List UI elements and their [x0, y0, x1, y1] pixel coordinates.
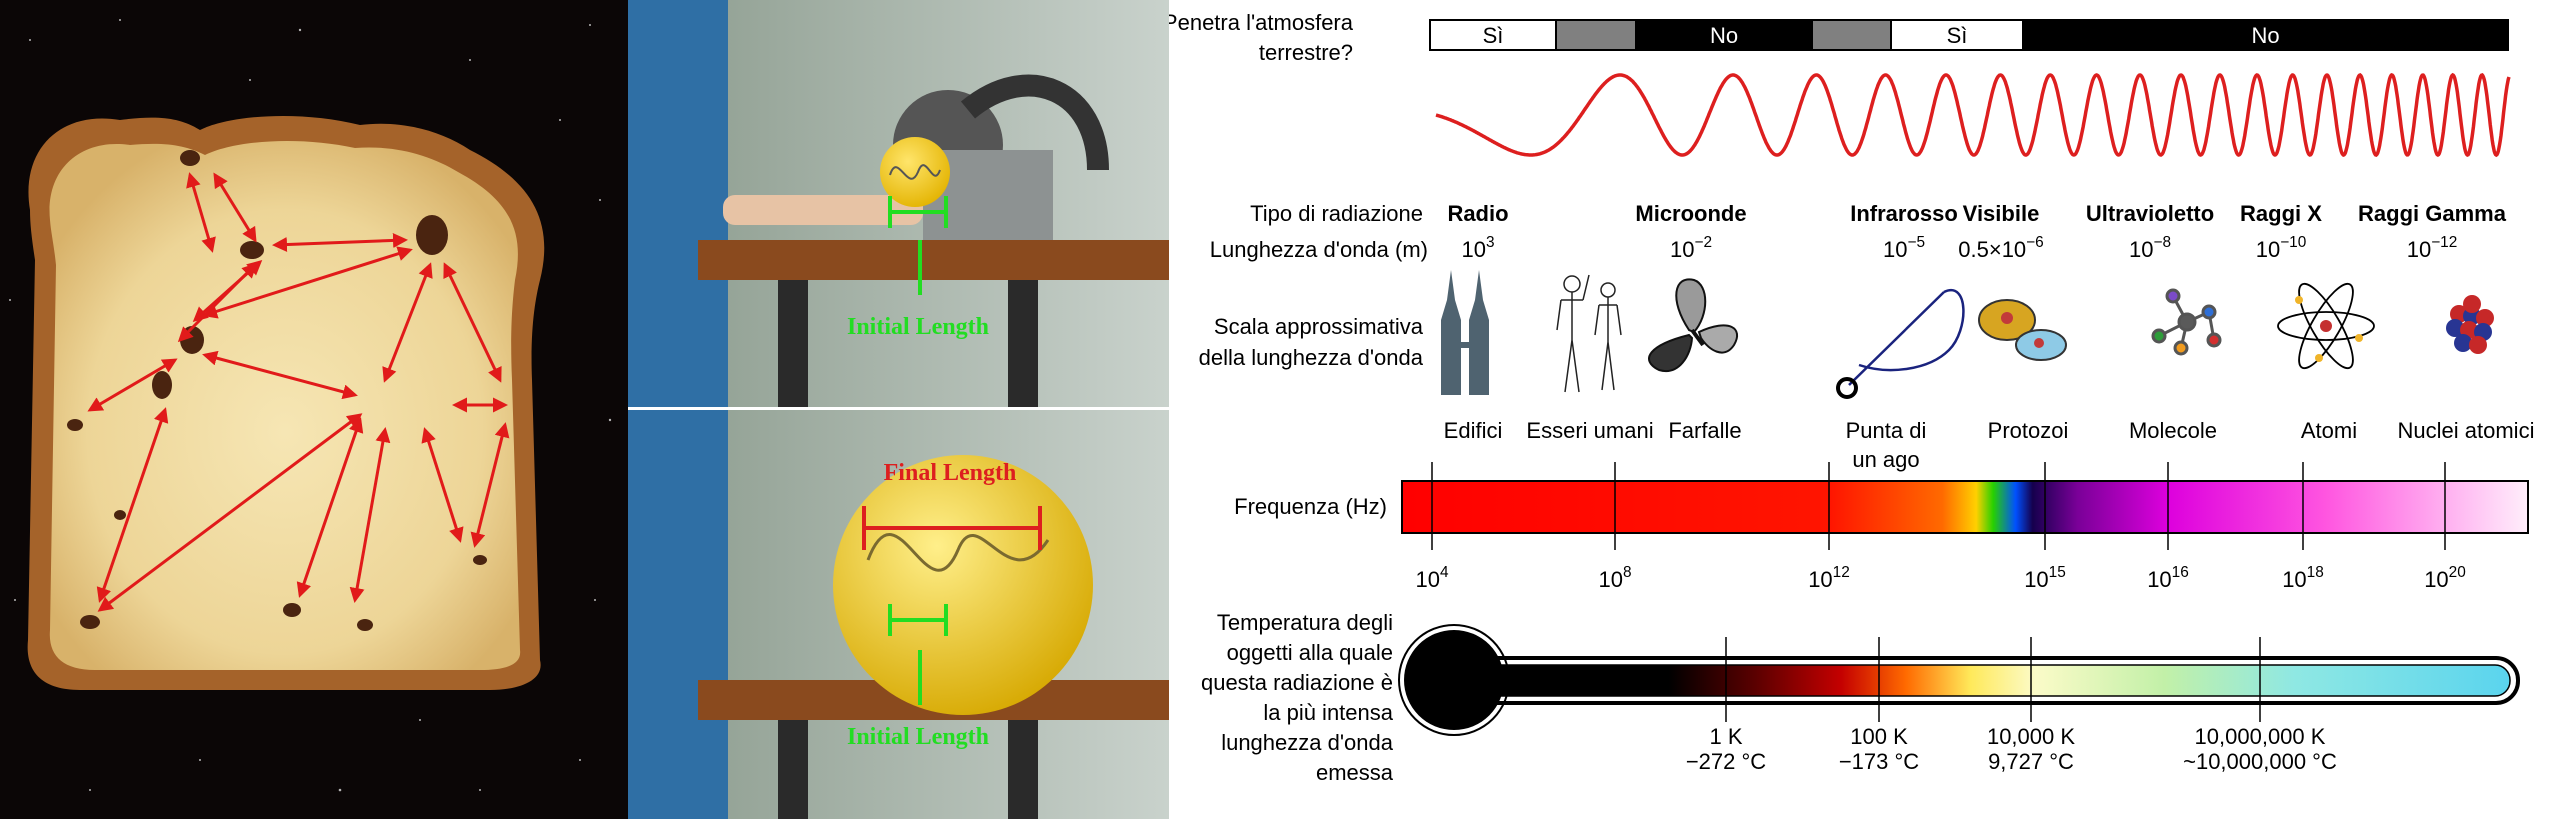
scale-object-label: Nuclei atomici — [2398, 418, 2535, 443]
radiation-wavelength: 10−2 — [1670, 234, 1712, 262]
scale-object-label: Esseri umani — [1526, 418, 1653, 443]
frequency-tick-label: 1015 — [2024, 564, 2066, 592]
radiation-type-name: Infrarosso — [1850, 201, 1958, 226]
svg-text:lunghezza d'onda: lunghezza d'onda — [1221, 730, 1394, 755]
balloon-experiment-photos: Initial Length Final Length Initi — [628, 0, 1169, 819]
radiation-type-columns: Radio 103 Microonde 10−2 Infrarosso 10−5 Visib… — [1447, 201, 2506, 262]
penetration-segment-label: No — [1710, 23, 1738, 48]
bread-crumb — [49, 140, 521, 670]
penetration-segment — [1811, 19, 1892, 51]
temperature-label: Temperatura degli oggetti alla quale que… — [1201, 610, 1394, 785]
expansion-arrows — [87, 172, 510, 612]
temperature-kelvin-label: 100 K — [1850, 724, 1908, 749]
penetration-segment — [2022, 19, 2509, 51]
svg-text:questa radiazione è: questa radiazione è — [1201, 670, 1393, 695]
penetration-bar: Sì No Sì No — [1429, 19, 2509, 51]
frequency-ticks: 104 108 1012 1015 1016 1018 1020 — [1415, 462, 2466, 592]
temperature-celsius-label: 9,727 °C — [1988, 749, 2074, 774]
nucleus-icon — [2446, 295, 2494, 354]
wavelength-wave — [1435, 72, 2511, 158]
temperature-ticks: 1 K−272 °C 100 K−173 °C 10,000 K9,727 °C 10… — [1686, 637, 2337, 774]
scale-label-line2: della lunghezza d'onda — [1199, 345, 1424, 370]
svg-text:la più intensa: la più intensa — [1263, 700, 1393, 725]
bread-expansion-photo — [0, 0, 628, 819]
top-initial-length-label: Initial Length — [847, 314, 989, 340]
scale-object-labels: Edifici Esseri umani Farfalle Punta di un ag… — [1444, 418, 2535, 472]
bread-slice-illustration — [9, 19, 612, 792]
atom-icon — [2277, 282, 2375, 370]
thermometer — [1398, 624, 2520, 736]
radiation-type-label: Tipo di radiazione — [1250, 201, 1423, 226]
towers-icon — [1441, 270, 1489, 395]
penetration-segment — [1555, 19, 1637, 51]
svg-text:oggetti alla quale: oggetti alla quale — [1227, 640, 1393, 665]
frequency-tick-label: 1012 — [1808, 564, 1850, 592]
frequency-tick-label: 1018 — [2282, 564, 2324, 592]
scale-object-label: Protozoi — [1988, 418, 2069, 443]
radiation-type-name: Ultravioletto — [2086, 201, 2214, 226]
scale-object-label: Punta di — [1846, 418, 1927, 443]
balloon-experiment-illustration: Initial Length Final Length Initi — [628, 0, 1169, 819]
radiation-wavelength: 0.5×10−6 — [1958, 234, 2043, 262]
radiation-wavelength: 10−5 — [1883, 234, 1925, 262]
scale-label-line1: Scala approssimativa — [1214, 314, 1424, 339]
final-state-photo: Final Length Initial Length — [628, 410, 1169, 819]
radiation-type-name: Radio — [1447, 201, 1508, 226]
penetration-segment-label: No — [2251, 23, 2279, 48]
butterfly-icon — [1648, 278, 1739, 373]
scale-object-label: Edifici — [1444, 418, 1503, 443]
temperature-kelvin-label: 10,000 K — [1987, 724, 2075, 749]
radiation-wavelength: 103 — [1461, 234, 1494, 262]
initial-state-photo: Initial Length — [628, 0, 1169, 407]
radiation-type-name: Visibile — [1963, 201, 2040, 226]
radiation-wavelength: 10−10 — [2256, 234, 2307, 262]
penetration-segment-label: Sì — [1947, 23, 1968, 48]
star-field — [9, 19, 612, 792]
scale-object-label: Molecole — [2129, 418, 2217, 443]
penetration-segment — [1890, 19, 2024, 51]
penetration-segment — [1429, 19, 1557, 51]
penetration-label-line1: Penetra l'atmosfera — [1169, 10, 1354, 35]
scale-icons — [1441, 270, 2494, 399]
radiation-wavelength: 10−12 — [2407, 234, 2458, 262]
penetration-label-line2: terrestre? — [1259, 40, 1353, 65]
frequency-bar — [1401, 480, 2529, 534]
scale-object-label-line2: un ago — [1852, 447, 1919, 472]
penetration-segment-label: Sì — [1483, 23, 1504, 48]
scale-object-label: Atomi — [2301, 418, 2357, 443]
radiation-type-name: Raggi X — [2240, 201, 2322, 226]
humans-icon — [1556, 274, 1622, 393]
scale-object-label: Farfalle — [1668, 418, 1741, 443]
temperature-celsius-label: −272 °C — [1686, 749, 1766, 774]
temperature-celsius-label: ~10,000,000 °C — [2183, 749, 2337, 774]
bottom-initial-length-label: Initial Length — [847, 724, 989, 750]
frequency-tick-label: 104 — [1415, 564, 1448, 592]
svg-text:Temperatura degli: Temperatura degli — [1217, 610, 1393, 635]
frequency-label: Frequenza (Hz) — [1234, 494, 1387, 519]
radiation-wavelength: 10−8 — [2129, 234, 2171, 262]
final-length-label: Final Length — [884, 460, 1017, 486]
radiation-type-name: Microonde — [1635, 201, 1746, 226]
temperature-kelvin-label: 1 K — [1709, 724, 1742, 749]
radiation-type-name: Raggi Gamma — [2358, 201, 2507, 226]
temperature-celsius-label: −173 °C — [1839, 749, 1919, 774]
frequency-tick-label: 1016 — [2147, 564, 2189, 592]
protozoa-icon — [1978, 299, 2067, 361]
needle-icon — [1836, 288, 1965, 399]
molecule-icon — [2151, 288, 2222, 356]
frequency-tick-label: 108 — [1598, 564, 1631, 592]
wavelength-label: Lunghezza d'onda (m) — [1210, 237, 1428, 262]
svg-text:emessa: emessa — [1316, 760, 1394, 785]
temperature-kelvin-label: 10,000,000 K — [2195, 724, 2326, 749]
frequency-tick-label: 1020 — [2424, 564, 2466, 592]
